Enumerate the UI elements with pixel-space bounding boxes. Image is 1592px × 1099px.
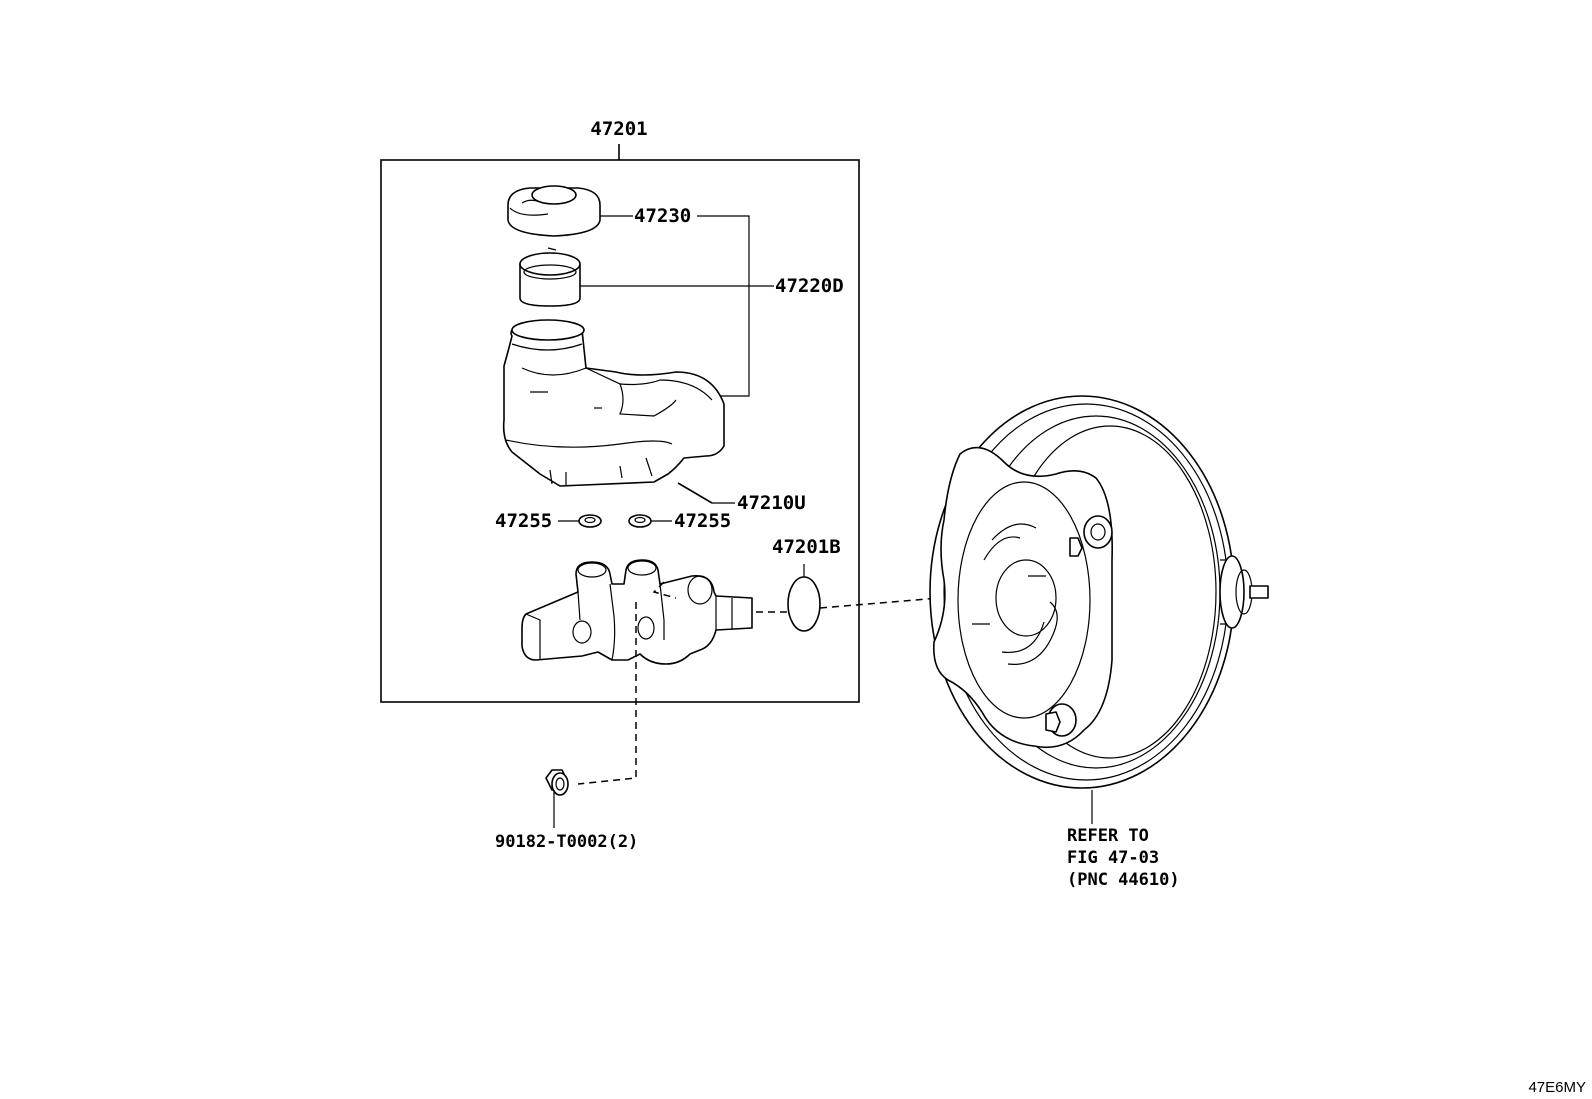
master-cylinder-body	[521, 559, 753, 665]
reservoir-pin	[677, 482, 713, 504]
label-refer-line2: FIG 47-03	[1067, 848, 1159, 868]
label-refer-line3: (PNC 44610)	[1067, 870, 1180, 890]
brake-booster	[929, 395, 1269, 789]
o-ring	[787, 576, 821, 632]
bracket-reservoir-set	[697, 215, 750, 397]
reservoir-tank	[502, 319, 725, 487]
label-grommet-left: 47255	[495, 510, 552, 532]
label-grommet-right: 47255	[674, 510, 731, 532]
label-o-ring: 47201B	[772, 536, 841, 558]
center-line-3	[652, 581, 677, 599]
label-cap: 47230	[634, 205, 691, 227]
grommet-right	[628, 514, 652, 528]
reservoir-cap	[507, 185, 601, 237]
label-pin: 47210U	[737, 492, 806, 514]
label-assembly: 47201	[590, 118, 647, 140]
label-nut: 90182-T0002(2)	[495, 832, 638, 852]
label-refer-line1: REFER TO	[1067, 826, 1149, 846]
assembly-frame	[380, 159, 860, 703]
figure-code: 47E6MY	[1528, 1079, 1586, 1096]
grommet-left	[578, 514, 602, 528]
reservoir-strainer	[519, 247, 581, 307]
label-reservoir-set: 47220D	[775, 275, 844, 297]
flange-nut	[545, 769, 569, 796]
